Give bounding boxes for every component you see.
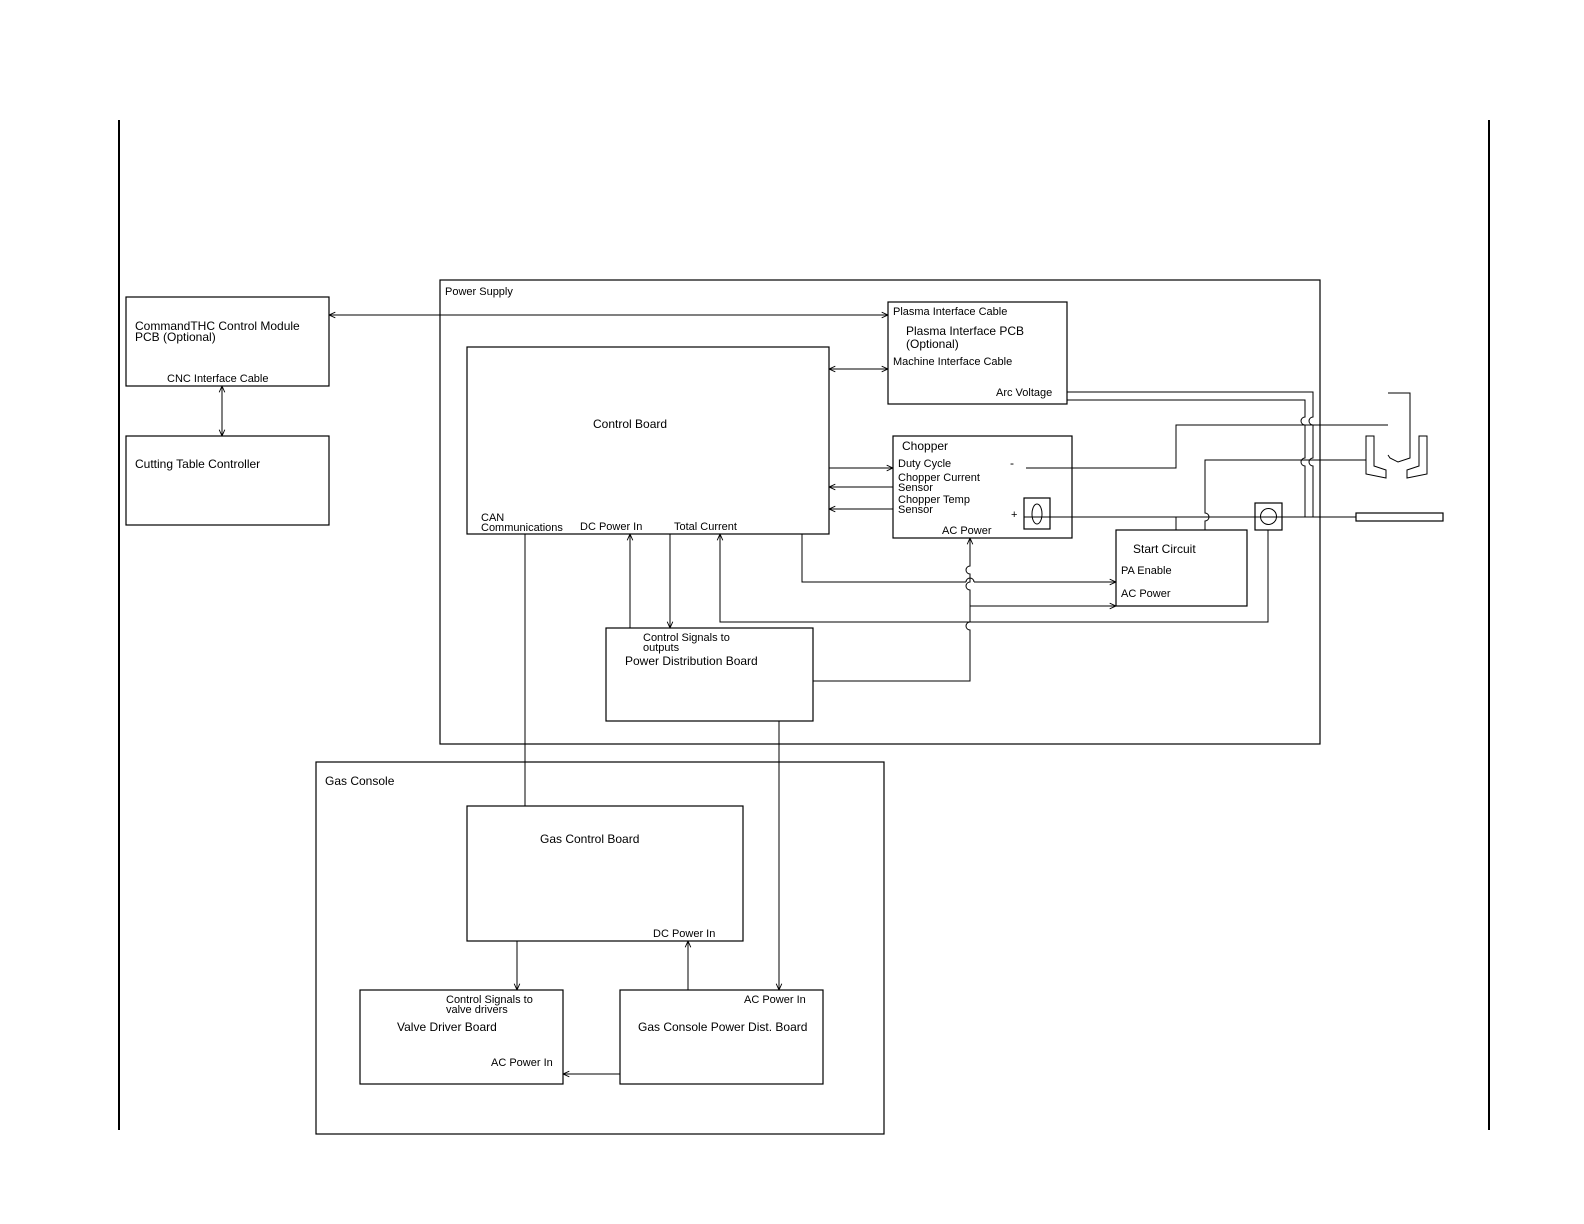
plasma-interface-title-1: Plasma Interface PCB <box>906 324 1024 338</box>
can-label-2: Communications <box>481 522 563 534</box>
pa-enable-label: PA Enable <box>1121 565 1172 577</box>
plasma-interface-pcb <box>887 301 1068 405</box>
total-current-label: Total Current <box>674 521 737 533</box>
chopper-current-label-1: Chopper Current <box>898 472 980 484</box>
cutting-table-controller <box>125 435 330 526</box>
commandthc-title-1: CommandTHC Control Module <box>135 319 300 333</box>
pdb-signals-label-1: Control Signals to <box>643 632 730 644</box>
gcpd-ac-power-label: AC Power In <box>744 994 806 1006</box>
vdb-title: Valve Driver Board <box>397 1020 497 1034</box>
chopper-temp-label-2: Sensor <box>898 504 933 516</box>
gas-console-power-dist-board <box>619 989 824 1085</box>
can-label-1: CAN <box>481 512 504 524</box>
start-circuit-title: Start Circuit <box>1133 542 1196 556</box>
start-circuit-box <box>1115 529 1248 607</box>
start-ac-power-label: AC Power <box>1121 588 1171 600</box>
cutting-table-title: Cutting Table Controller <box>135 457 260 471</box>
gas-control-dc-power-label: DC Power In <box>653 928 715 940</box>
vdb-ac-power-label: AC Power In <box>491 1057 553 1069</box>
chopper-plus-sign: + <box>1011 509 1017 521</box>
torch-nozzle-icon <box>1365 435 1428 479</box>
chopper-current-label-2: Sensor <box>898 482 933 494</box>
chopper-ac-power-label: AC Power <box>942 525 992 537</box>
power-supply-frame <box>439 279 1321 745</box>
chopper-minus-sign: - <box>1010 456 1014 470</box>
valve-driver-board <box>359 989 564 1085</box>
gas-control-board <box>466 805 744 942</box>
pdb-signals-label-2: outputs <box>643 642 680 654</box>
machine-interface-cable-label: Machine Interface Cable <box>893 356 1012 368</box>
dc-power-in-label: DC Power In <box>580 521 642 533</box>
work-clamp-icon <box>1355 512 1444 522</box>
plasma-interface-cable-label: Plasma Interface Cable <box>893 306 1007 318</box>
gas-console-frame <box>315 761 885 1135</box>
cnc-interface-cable-label: CNC Interface Cable <box>167 373 269 385</box>
torch-electrode-icon <box>1387 392 1411 463</box>
vdb-signals-label-2: valve drivers <box>446 1004 508 1016</box>
duty-cycle-label: Duty Cycle <box>898 458 951 470</box>
commandthc-module <box>125 296 330 387</box>
chopper-title: Chopper <box>902 439 948 453</box>
vdb-signals-label-1: Control Signals to <box>446 994 533 1006</box>
plasma-interface-title-2: (Optional) <box>906 337 959 351</box>
gcpd-title: Gas Console Power Dist. Board <box>638 1020 807 1034</box>
gas-control-board-title: Gas Control Board <box>540 832 639 846</box>
chopper-sensor-icon <box>1023 497 1051 530</box>
control-board-title: Control Board <box>593 417 667 431</box>
chopper-temp-label-1: Chopper Temp <box>898 494 970 506</box>
power-supply-title: Power Supply <box>445 286 513 298</box>
control-board <box>466 346 830 535</box>
pdb-title: Power Distribution Board <box>625 654 758 668</box>
gas-console-title: Gas Console <box>325 774 395 788</box>
commandthc-title-2: PCB (Optional) <box>135 330 216 344</box>
arc-voltage-label: Arc Voltage <box>996 387 1052 399</box>
power-distribution-board <box>605 627 814 722</box>
